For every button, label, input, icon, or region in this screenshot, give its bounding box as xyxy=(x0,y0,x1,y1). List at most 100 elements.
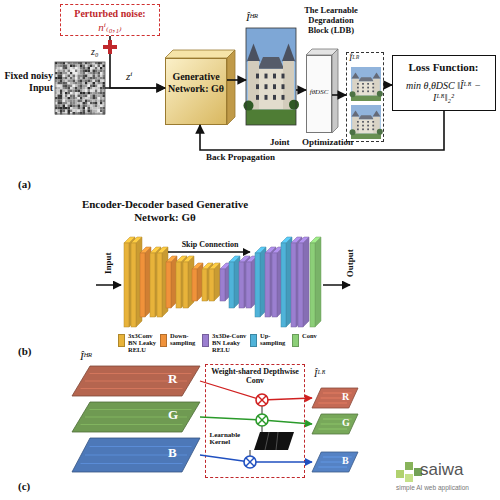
noise-pixel xyxy=(70,72,73,75)
noise-pixel xyxy=(75,92,78,95)
layer-front xyxy=(192,269,197,301)
node-text: The Learnable Degradation Block (LDB) xyxy=(297,6,365,35)
castle-window xyxy=(265,84,268,89)
noise-pixel xyxy=(68,90,71,93)
castle-window xyxy=(357,128,359,130)
noise-pixel xyxy=(58,87,61,90)
kernel-link xyxy=(250,450,251,456)
noise-pixel xyxy=(83,97,86,100)
noise-pixel xyxy=(80,72,83,75)
layer-front xyxy=(255,253,260,317)
noise-pixel xyxy=(75,100,78,103)
noise-pixel xyxy=(85,102,88,105)
connector-arrow xyxy=(384,84,392,86)
noise-pixel xyxy=(98,90,101,93)
noise-pixel xyxy=(65,110,68,113)
tree xyxy=(377,91,383,97)
noise-pixel xyxy=(58,95,61,98)
castle-window xyxy=(372,125,374,127)
noise-pixel xyxy=(60,92,63,95)
noise-pixel xyxy=(63,77,66,80)
figure-label: Output xyxy=(345,245,355,281)
noise-pixel xyxy=(90,110,93,113)
noise-pixel xyxy=(100,82,103,85)
noise-pixel xyxy=(90,97,93,100)
noise-pixel xyxy=(85,75,88,78)
node-text: R xyxy=(168,372,184,387)
lr-channel-plane: G xyxy=(312,414,358,434)
noise-pixel xyxy=(58,80,61,83)
noise-box: Perturbed noise:nⁱ₍₀,₁₎ xyxy=(60,4,160,36)
noise-pixel xyxy=(90,92,93,95)
noise-pixel xyxy=(70,92,73,95)
layer-side xyxy=(303,237,309,327)
noise-pixel xyxy=(60,77,63,80)
connector-arrow xyxy=(105,87,165,89)
noise-pixel xyxy=(65,80,68,83)
noise-pixel xyxy=(95,102,98,105)
noise-pixel xyxy=(80,105,83,108)
watermark-logo xyxy=(405,462,413,470)
noise-pixel xyxy=(88,100,91,103)
noise-pixel xyxy=(60,85,63,88)
castle-window xyxy=(372,128,374,130)
noise-pixel xyxy=(88,102,91,105)
noise-pixel xyxy=(80,77,83,80)
noise-pixel xyxy=(70,100,73,103)
noise-pixel xyxy=(98,95,101,98)
layer-front xyxy=(209,269,214,301)
noise-pixel xyxy=(68,85,71,88)
noise-pixel xyxy=(73,75,76,78)
noise-pixel xyxy=(95,85,98,88)
noise-pixel xyxy=(85,72,88,75)
noise-pixel xyxy=(60,100,63,103)
noise-pixel xyxy=(95,72,98,75)
hr-channel-plane-outline xyxy=(72,366,200,396)
noise-pixel xyxy=(60,80,63,83)
layer-front xyxy=(281,243,286,327)
noise-pixel xyxy=(60,95,63,98)
noise-pixel xyxy=(73,72,76,75)
sky xyxy=(351,67,381,101)
layer-top xyxy=(229,256,240,262)
noise-pixel xyxy=(68,72,71,75)
layer-top xyxy=(310,237,321,243)
noise-pixel xyxy=(85,92,88,95)
noise-pixel xyxy=(63,67,66,70)
noise-pixel xyxy=(78,92,81,95)
figure-label: Input xyxy=(103,248,113,278)
image-frame xyxy=(246,28,296,125)
noise-pixel xyxy=(88,85,91,88)
castle-window xyxy=(367,125,369,127)
node-text: B xyxy=(342,455,354,467)
legend-text: Conv xyxy=(302,333,322,340)
grass xyxy=(351,96,381,101)
noise-pixel xyxy=(78,77,81,80)
noise-pixel xyxy=(70,85,73,88)
noise-pixel xyxy=(63,105,66,108)
noise-pixel xyxy=(78,75,81,78)
noise-pixel xyxy=(93,107,96,110)
noise-pixel xyxy=(88,72,91,75)
lr-image xyxy=(350,67,383,101)
noise-pixel xyxy=(60,65,63,68)
noise-pixel xyxy=(63,100,66,103)
noise-pixel xyxy=(78,102,81,105)
noise-pixel xyxy=(75,65,78,68)
channel-plane xyxy=(72,366,200,396)
figure-label: Îᴸᴿ xyxy=(314,368,344,380)
noise-pixel xyxy=(95,105,98,108)
castle-window xyxy=(273,74,276,79)
noise-pixel xyxy=(58,90,61,93)
noise-pixel xyxy=(58,105,61,108)
noise-pixel xyxy=(80,82,83,85)
legend-item: 3x3De-Conv BN Leaky RELU xyxy=(202,333,248,357)
noise-pixel xyxy=(80,97,83,100)
channel-plane xyxy=(312,452,358,472)
noise-pixel xyxy=(83,107,86,110)
watermark: simple AI web application xyxy=(396,484,498,491)
lr-channel-plane-outline xyxy=(312,452,358,472)
noise-pixel xyxy=(95,87,98,90)
castle-window xyxy=(357,87,359,89)
noise-pixel xyxy=(88,92,91,95)
